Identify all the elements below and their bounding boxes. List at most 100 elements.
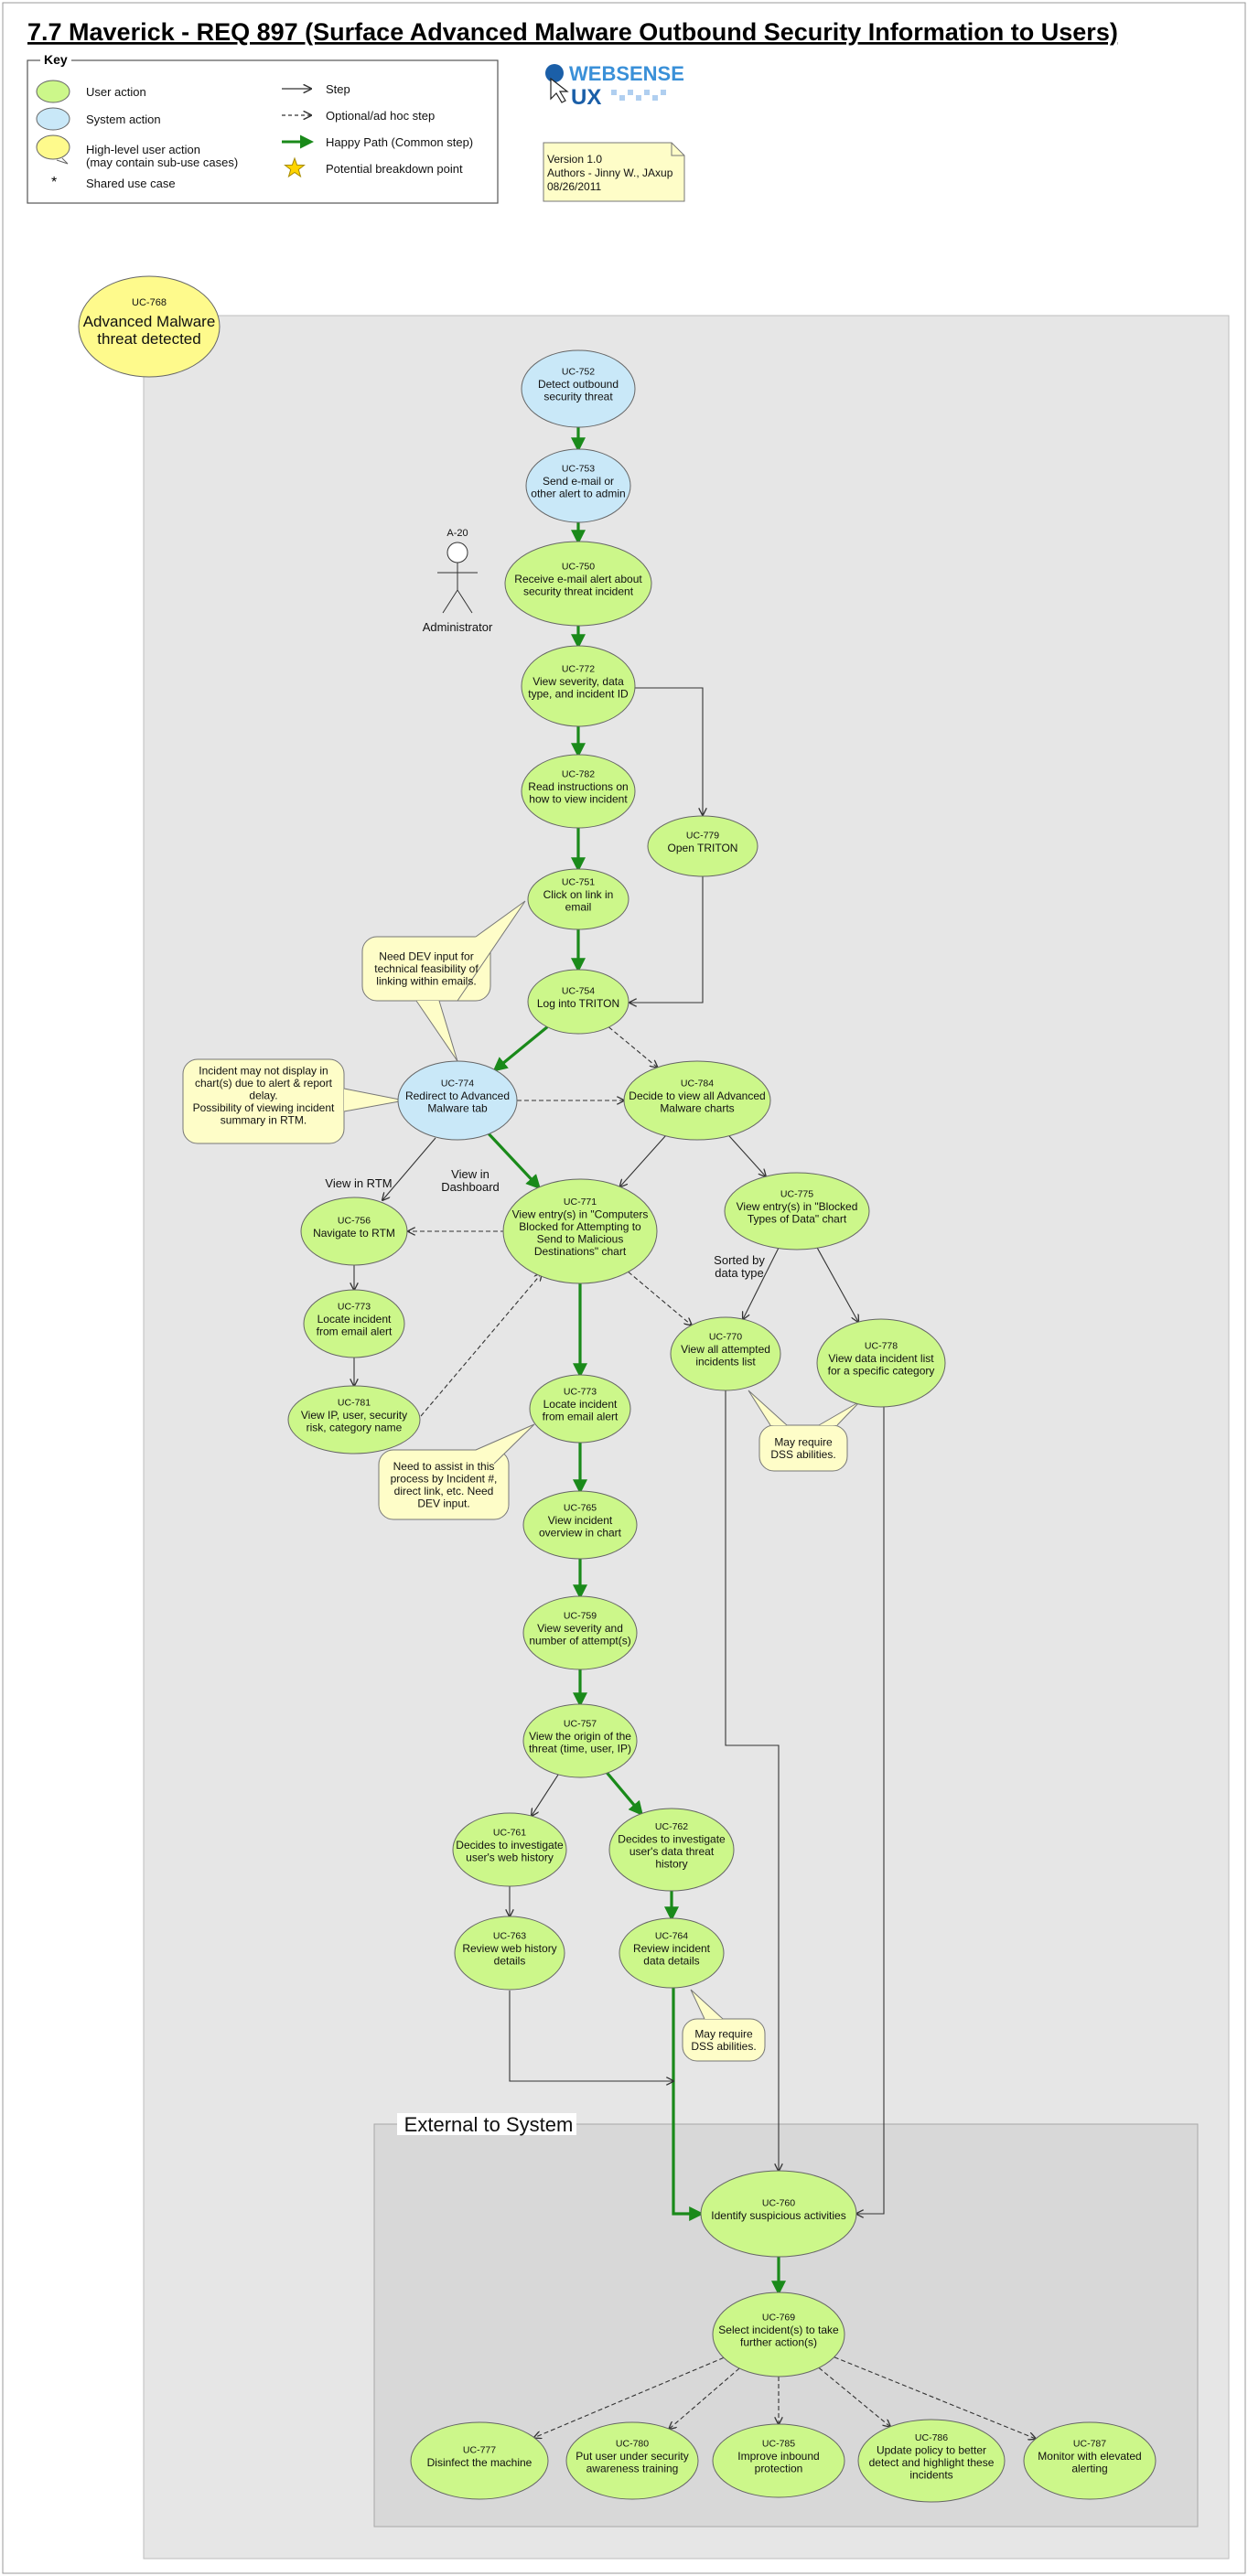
edge-uc769-to-uc777: [534, 2356, 725, 2437]
edge-uc769-to-uc786: [818, 2367, 890, 2426]
edge-uc754-to-uc784: [608, 1026, 657, 1068]
note-tail-note_dss2: [690, 1989, 724, 2020]
key-label-star: Potential breakdown point: [326, 162, 463, 176]
key-swatch-user: [36, 80, 70, 103]
use-case-node-uc756: [300, 1197, 408, 1266]
use-case-node-uc773b: [529, 1374, 631, 1444]
use-case-id-uc756: UC-756: [338, 1215, 371, 1226]
use-case-id-uc764: UC-764: [655, 1931, 688, 1942]
key-label-shared: Shared use case: [86, 177, 176, 190]
use-case-node-uc760: [700, 2170, 857, 2258]
use-case-id-uc768: UC-768: [132, 297, 167, 308]
use-case-id-uc778: UC-778: [865, 1341, 898, 1352]
note-box-note_assist: [378, 1449, 510, 1520]
use-case-id-uc784: UC-784: [681, 1079, 714, 1089]
note-box-note_dss1: [758, 1424, 848, 1472]
key-label-high: High-level user action(may contain sub-u…: [86, 143, 238, 169]
use-case-id-uc769: UC-769: [762, 2313, 795, 2324]
edge-label-lbl_rtm: View in RTM: [325, 1176, 392, 1190]
use-case-node-uc754: [527, 969, 629, 1035]
edges-layer: [354, 427, 1036, 2439]
use-case-id-uc787: UC-787: [1073, 2439, 1106, 2450]
version-note-fold: [671, 143, 684, 156]
use-case-id-uc759: UC-759: [564, 1611, 597, 1622]
key-swatch-star: [284, 156, 306, 178]
use-case-node-uc779: [647, 815, 758, 877]
use-case-id-uc760: UC-760: [762, 2197, 795, 2208]
logo-pixel-decor: [619, 95, 625, 101]
key-heading-bg: [40, 52, 71, 67]
use-case-node-uc781: [287, 1385, 421, 1454]
use-case-node-uc772: [521, 645, 636, 727]
edge-uc769-to-uc780: [669, 2367, 740, 2429]
use-case-id-uc774: UC-774: [441, 1079, 474, 1089]
key-heading: Key: [44, 52, 68, 67]
edge-uc764-to-uc760: [672, 1988, 705, 2221]
use-case-node-uc773a: [303, 1289, 405, 1358]
use-case-id-uc750: UC-750: [562, 562, 595, 573]
use-case-node-uc785: [712, 2423, 845, 2498]
use-case-label-uc777: Disinfect the machine: [427, 2456, 533, 2469]
key-label-step: Step: [326, 82, 350, 96]
key-box: [27, 59, 499, 204]
logo-pixel-decor: [661, 90, 666, 95]
use-case-node-uc753: [525, 448, 631, 523]
use-case-id-uc775: UC-775: [780, 1189, 813, 1200]
use-case-node-uc761: [452, 1812, 567, 1887]
logo-text-ux: UX: [571, 85, 601, 110]
edge-uc774-to-uc771: [488, 1132, 542, 1190]
key-swatch-high-level: [36, 134, 70, 160]
use-case-id-uc786: UC-786: [915, 2432, 948, 2443]
use-case-id-uc770: UC-770: [709, 1332, 742, 1343]
use-case-id-uc762: UC-762: [655, 1821, 688, 1832]
use-case-node-uc784: [623, 1060, 771, 1141]
edge-uc784-to-uc771: [620, 1135, 666, 1187]
use-case-node-uc764: [619, 1917, 725, 1989]
edge-uc778-to-uc760: [856, 1407, 885, 2214]
use-case-node-uc778: [816, 1318, 946, 1408]
note-box-note_dss2: [682, 2018, 766, 2062]
logo-cursor-icon: [550, 77, 569, 103]
use-case-id-uc771: UC-771: [564, 1197, 597, 1208]
use-case-id-uc752: UC-752: [562, 367, 595, 378]
use-case-node-uc762: [608, 1808, 735, 1892]
use-case-node-uc768: [78, 275, 221, 378]
edge-uc757-to-uc761: [532, 1774, 559, 1816]
use-case-id-uc781: UC-781: [338, 1398, 371, 1409]
note-tail-note_assist: [475, 1423, 535, 1465]
note-tail-note_dev: [457, 900, 526, 1002]
logo-pixel-decor: [636, 95, 641, 101]
edge-uc775-to-uc770: [743, 1248, 780, 1320]
edge-uc781-to-uc771: [420, 1273, 542, 1417]
use-case-node-uc777: [410, 2421, 549, 2500]
use-case-id-uc751: UC-751: [562, 877, 595, 888]
edge-uc754-to-uc774: [492, 1025, 549, 1072]
use-case-node-uc751: [527, 868, 629, 930]
edge-uc763-to-uc760: [509, 1991, 673, 2081]
key-swatch-high-tail: [56, 157, 69, 165]
note-tail-note_dss1: [748, 1390, 788, 1426]
